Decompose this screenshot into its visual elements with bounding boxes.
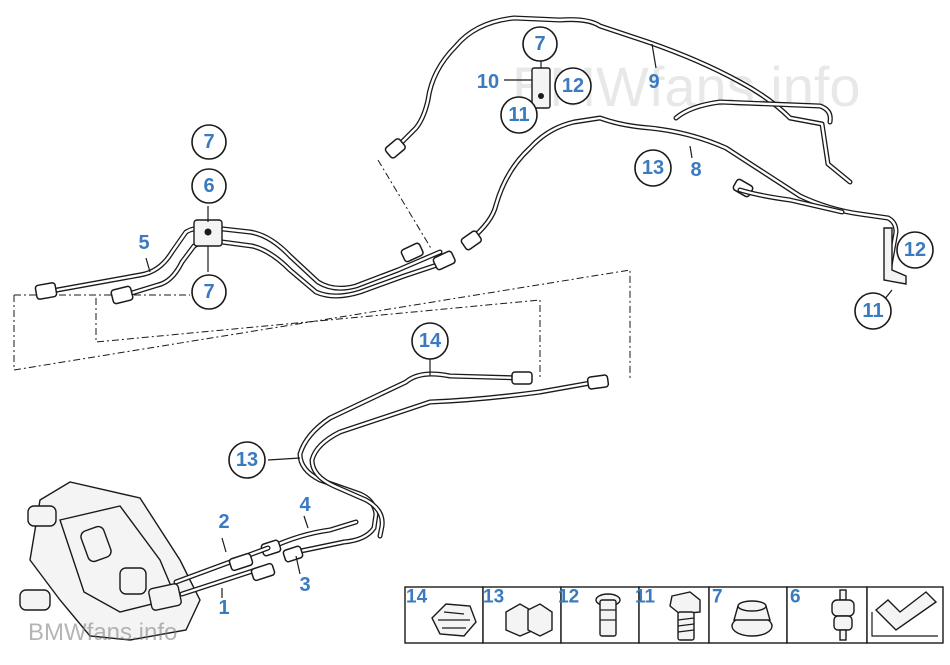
svg-text:13: 13 [642, 157, 664, 179]
label-5: 5 [138, 232, 149, 254]
collar-nut-icon [731, 600, 773, 637]
brake-line-lower [260, 355, 610, 575]
arrow-direction-icon [871, 591, 938, 637]
hex-bolt-icon [669, 591, 701, 641]
label-8: 8 [690, 159, 701, 181]
parts-legend: 14 13 12 11 7 6 [404, 586, 944, 644]
svg-text:13: 13 [236, 449, 258, 471]
label-3: 3 [299, 574, 310, 596]
callout-13-upper: 13 [634, 149, 672, 187]
svg-text:7: 7 [534, 33, 545, 55]
svg-text:12: 12 [562, 75, 584, 97]
callout-11-top: 11 [500, 96, 538, 134]
brake-line-9 [384, 15, 907, 301]
label-1: 1 [218, 597, 229, 619]
legend-number-13: 13 [483, 587, 504, 608]
rubber-mount-icon [831, 589, 855, 641]
label-9: 9 [648, 71, 659, 93]
cable-clip-icon [431, 603, 477, 637]
rivet-nut-icon [595, 593, 621, 637]
callout-7-left-bottom: 7 [191, 274, 227, 310]
callout-7-top: 7 [522, 26, 558, 62]
svg-text:7: 7 [203, 131, 214, 153]
callout-7-left-top: 7 [191, 124, 227, 160]
svg-text:7: 7 [203, 281, 214, 303]
callout-14-middle: 14 [411, 322, 449, 360]
callout-13-lower: 13 [228, 441, 266, 479]
legend-number-14: 14 [406, 587, 428, 608]
brake-line-5 [34, 115, 899, 305]
phantom-lines [13, 159, 631, 378]
svg-text:12: 12 [904, 239, 926, 261]
callout-12-right: 12 [896, 231, 934, 269]
legend-number-6: 6 [790, 587, 801, 608]
svg-text:14: 14 [419, 330, 442, 352]
svg-text:11: 11 [508, 104, 529, 126]
legend-number-11: 11 [635, 587, 656, 608]
label-2: 2 [218, 511, 229, 533]
legend-number-7: 7 [712, 587, 723, 608]
legend-number-12: 12 [558, 587, 579, 608]
svg-text:6: 6 [203, 175, 214, 197]
callout-6-left: 6 [191, 168, 227, 204]
label-10: 10 [477, 71, 499, 93]
callout-11-right: 11 [854, 292, 892, 330]
double-clip-icon [505, 603, 553, 637]
svg-text:11: 11 [862, 300, 883, 322]
callout-12-top: 12 [554, 67, 592, 105]
label-4: 4 [299, 494, 311, 516]
hydraulic-unit [19, 481, 276, 641]
watermark-bottom: BMWfans.info [28, 619, 177, 646]
